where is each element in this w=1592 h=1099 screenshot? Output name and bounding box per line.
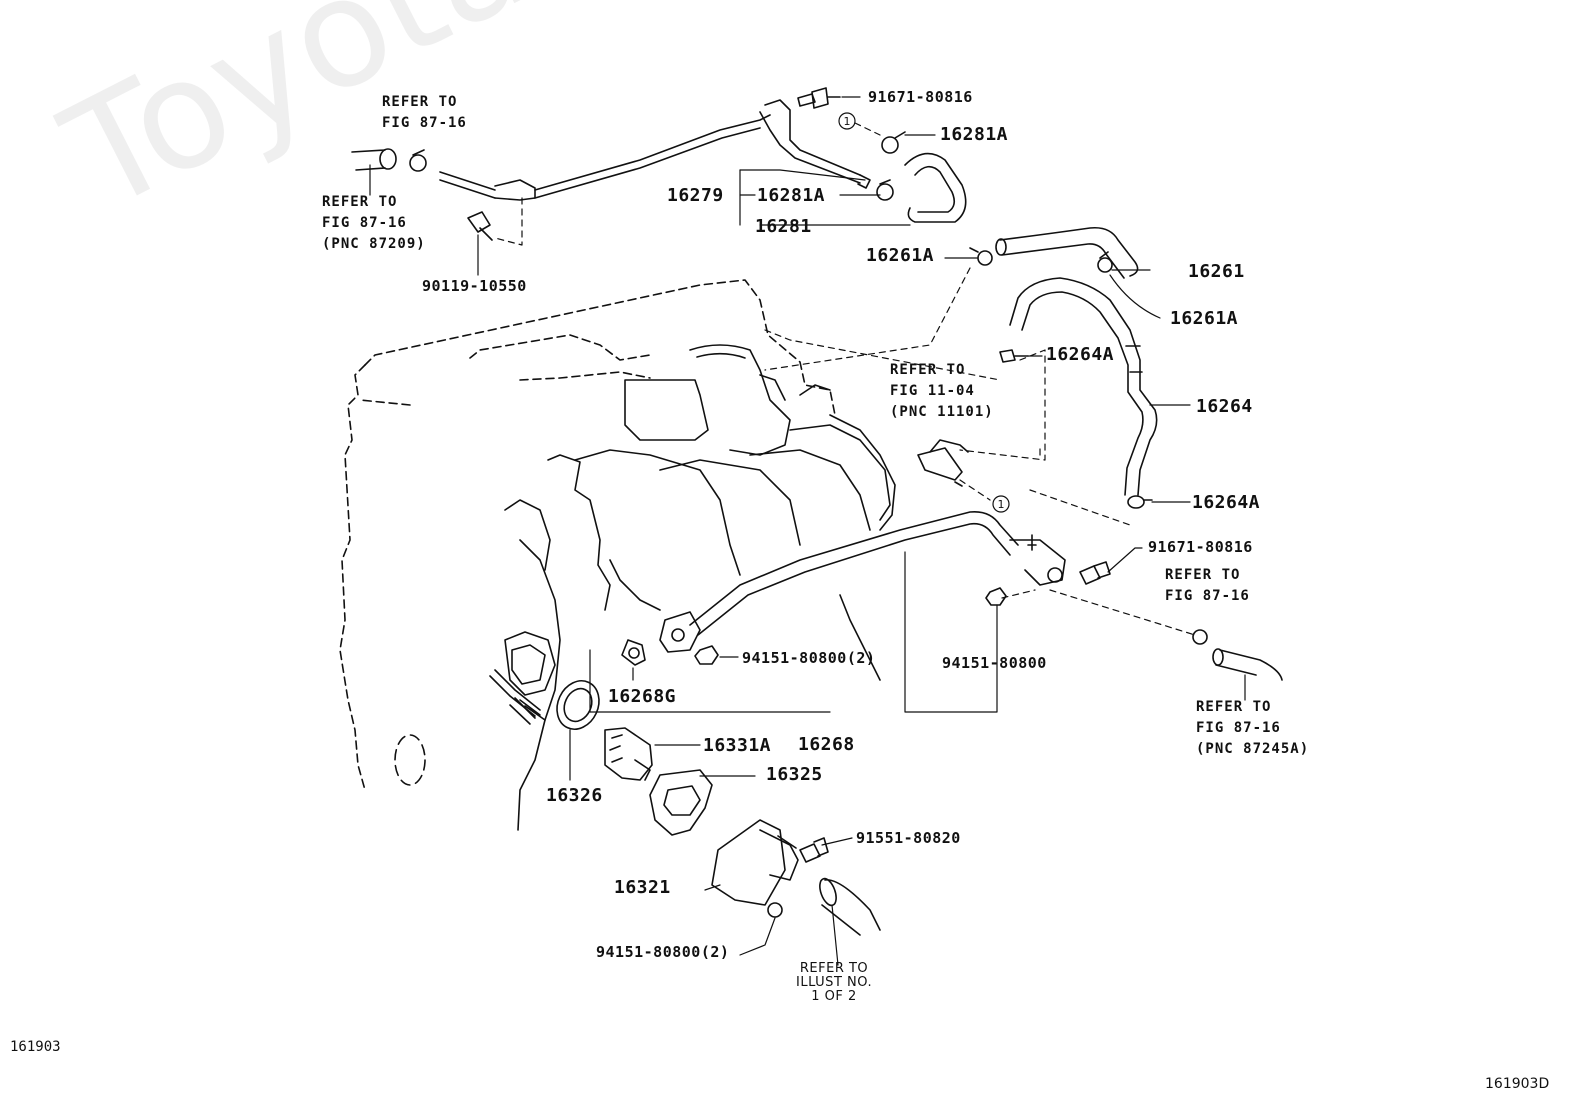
seal-16326 [556,680,600,730]
pipe-16268-flange [1009,534,1066,586]
label-16279: 16279 [667,185,724,206]
figure-code-right: 161903D [1485,1076,1550,1092]
label-16261A-left: 16261A [866,245,935,266]
gasket-16325 [649,769,713,836]
pipe-16279 [439,99,871,201]
pipe-16268 [659,510,1019,653]
ref-note-right-a: REFER TO FIG 87-16 [1165,567,1250,604]
bolt-91671-top [797,87,841,109]
bolt-90119 [467,211,493,241]
label-16321: 16321 [614,877,671,898]
hose-ref-right [1192,629,1283,681]
ref-note-top-a: REFER TO FIG 87-16 [382,94,467,131]
label-90119-10550: 90119-10550 [422,277,527,295]
fitting-11101 [917,439,969,487]
clamp-16261A-right [1097,251,1113,273]
nut-94151-bottom [767,902,783,918]
label-94151-80800-2-mid: 94151-80800(2) [742,649,876,667]
label-16268G: 16268G [608,686,677,707]
label-16281: 16281 [755,216,812,237]
label-16264A-top: 16264A [1046,344,1115,365]
clamp-16281A-top [881,131,906,154]
nut-94151-mid [694,645,719,665]
clamp-16261A-left [969,247,993,266]
inlet-16321 [711,819,799,906]
left-bracket [489,631,556,725]
hose-ref-bottom [819,877,881,936]
label-16261: 16261 [1188,261,1245,282]
bolt-91551 [799,837,829,863]
engine-port-left [394,734,426,786]
label-91671-80816-top: 91671-80816 [868,88,973,106]
label-16281A-mid: 16281A [757,185,826,206]
circle-marker-top: 1 [844,115,851,128]
label-16264A-bottom: 16264A [1192,492,1261,513]
label-94151-80800-right: 94151-80800 [942,654,1047,672]
label-91551-80820: 91551-80820 [856,829,961,847]
gasket-16268G [621,639,646,666]
hose-16264 [1009,277,1158,496]
ref-note-bottom: REFER TO ILLUST NO. 1 OF 2 [796,961,873,1004]
label-94151-80800-2-bottom: 94151-80800(2) [596,943,730,961]
label-16281A-top: 16281A [940,124,1009,145]
label-16264: 16264 [1196,396,1253,417]
engine-block-outline [339,279,836,791]
thermostat-16331A [604,727,653,781]
hose-16281 [904,152,967,223]
hose-ref-top [351,148,427,172]
circle-marker-mid: 1 [998,498,1005,511]
label-16261A-right: 16261A [1170,308,1239,329]
figure-code-left: 161903 [10,1039,61,1055]
bolt-91671-mid [1079,561,1111,585]
nut-94151-right [985,587,1007,606]
ref-note-right-b: REFER TO FIG 87-16 (PNC 87245A) [1196,699,1310,757]
engine-block-detail [504,344,896,831]
leader-lines [369,96,1246,966]
label-16326: 16326 [546,785,603,806]
label-16268: 16268 [798,734,855,755]
ref-note-top-b: REFER TO FIG 87-16 (PNC 87209) [322,194,426,252]
clamp-16281A-mid [876,179,894,201]
label-91671-80816-mid: 91671-80816 [1148,538,1253,556]
clamp-16264A-bottom [1127,495,1153,509]
ref-note-mid: REFER TO FIG 11-04 (PNC 11101) [890,362,994,420]
label-16331A: 16331A [703,735,772,756]
circle-markers [838,112,1010,513]
clamp-16264A-top [999,349,1029,363]
label-16325: 16325 [766,764,823,785]
dashed-refs [494,122,1196,636]
